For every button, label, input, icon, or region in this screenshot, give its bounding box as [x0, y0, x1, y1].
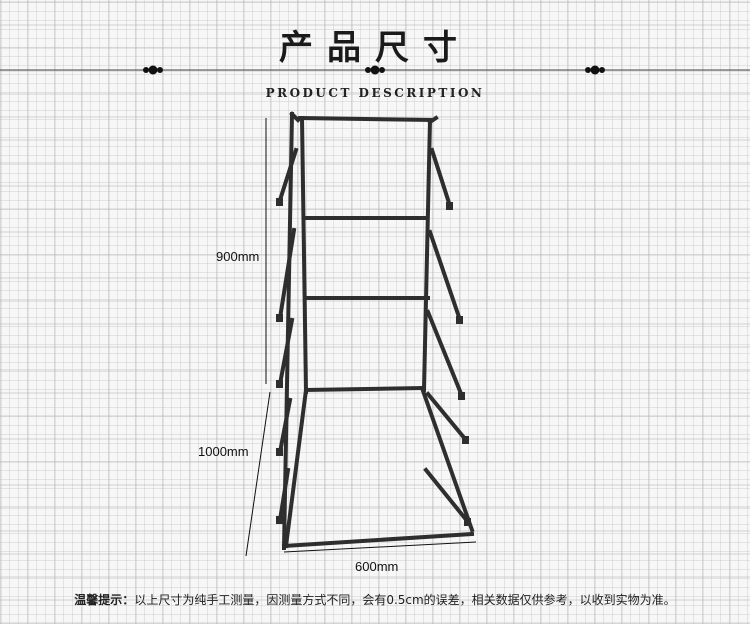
footer-note-label: 温馨提示：: [74, 593, 135, 607]
ornament-divider: [0, 65, 750, 75]
page-title: 产品尺寸: [279, 28, 471, 68]
height-dimension-label: 900mm: [216, 249, 260, 264]
depth-dimension-label: 1000mm: [198, 444, 249, 459]
page-subtitle: PRODUCT DESCRIPTION: [265, 86, 485, 100]
width-dimension-label: 600mm: [355, 559, 399, 574]
footer-note: 温馨提示：以上尺寸为纯手工测量，因测量方式不同，会有0.5cm的误差，相关数据仅…: [0, 591, 750, 608]
footer-note-text: 以上尺寸为纯手工测量，因测量方式不同，会有0.5cm的误差，相关数据仅供参考，以…: [134, 593, 676, 607]
